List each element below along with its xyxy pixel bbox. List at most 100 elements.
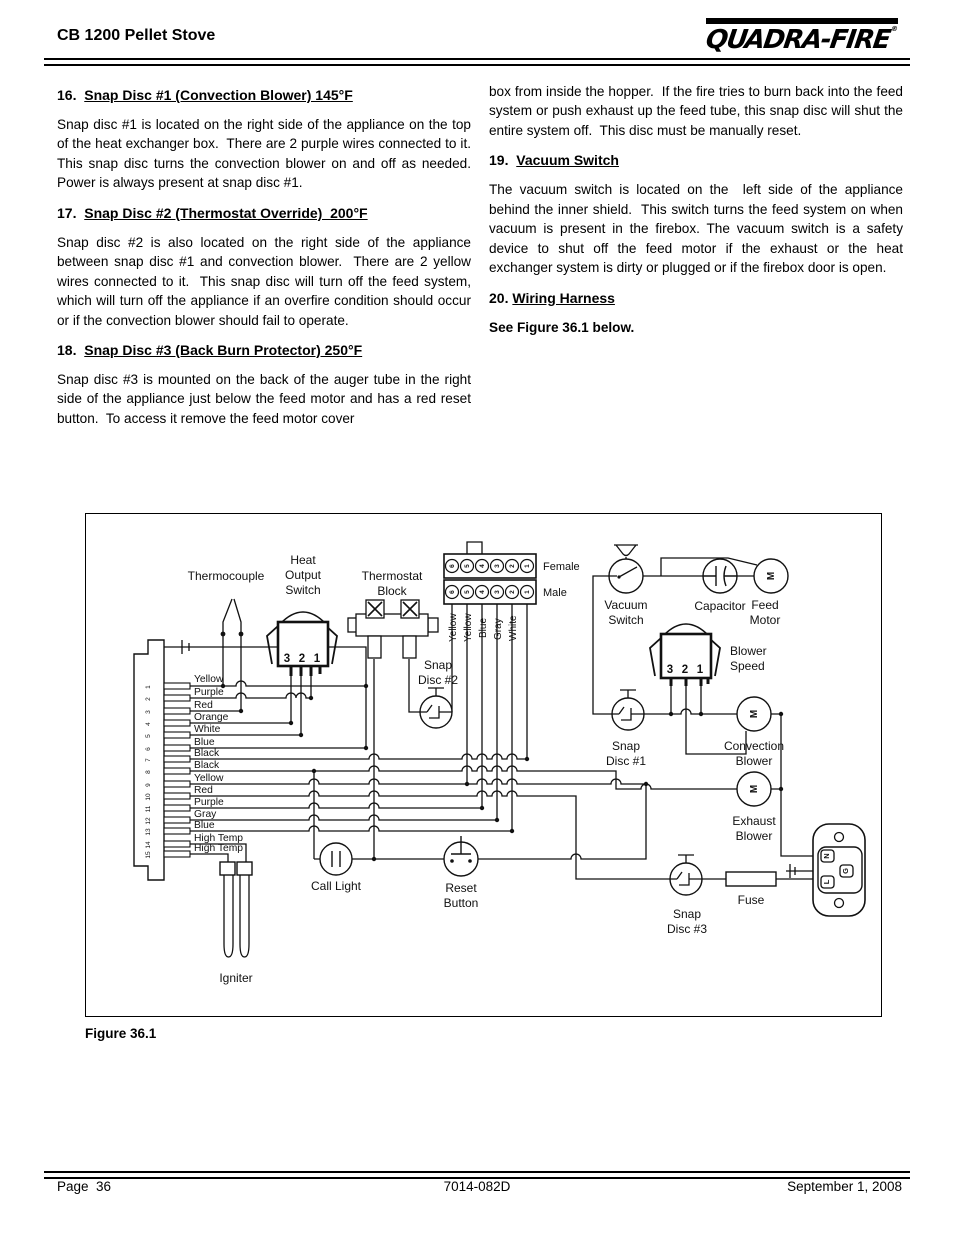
page-title: CB 1200 Pellet Stove: [57, 27, 216, 44]
svg-text:N: N: [822, 853, 831, 858]
svg-text:Red: Red: [194, 700, 213, 711]
svg-text:High Temp: High Temp: [194, 833, 243, 844]
right-column: box from inside the hopper. If the fire …: [489, 82, 903, 347]
svg-text:L: L: [822, 879, 831, 884]
call-light: Call Light: [311, 842, 362, 893]
wiring-diagram-svg: 1 2 3 4 5 6 7 8 9 10 11 12 13 14 15 Yell…: [133, 541, 866, 985]
registered-mark: ®: [890, 25, 898, 33]
igniter: Igniter: [219, 861, 253, 985]
svg-text:5: 5: [464, 590, 471, 594]
svg-text:Snap: Snap: [673, 907, 701, 921]
svg-text:Snap: Snap: [612, 739, 640, 753]
svg-text:Blue: Blue: [194, 737, 215, 748]
footer-rule: [44, 1171, 910, 1179]
svg-text:Speed: Speed: [730, 659, 765, 673]
svg-text:Block: Block: [377, 584, 407, 598]
svg-text:6: 6: [145, 747, 152, 751]
svg-text:Disc #2: Disc #2: [418, 673, 458, 687]
svg-text:Blue: Blue: [478, 618, 489, 638]
svg-text:3: 3: [494, 564, 501, 568]
svg-text:4: 4: [145, 722, 152, 726]
svg-text:2: 2: [682, 664, 688, 676]
svg-text:Yellow: Yellow: [448, 613, 459, 642]
svg-text:Call Light: Call Light: [311, 879, 362, 893]
section-19-body: The vacuum switch is located on the left…: [489, 182, 907, 276]
board-pin-numbers: 1 2 3 4 5 6 7 8 9 10 11 12 13 14 15: [145, 685, 152, 859]
section-16-body: Snap disc #1 is located on the right sid…: [57, 117, 479, 191]
svg-text:1: 1: [524, 590, 531, 594]
svg-text:Output: Output: [285, 568, 322, 582]
svg-text:Motor: Motor: [750, 613, 781, 627]
svg-text:Yellow: Yellow: [194, 773, 224, 784]
harness-connector: 6 5 4 3 2 1 6 5 4 3 2 1 Female Male Yell…: [443, 553, 580, 642]
footer-date: September 1, 2008: [787, 1179, 902, 1194]
reset-button: Reset Button: [443, 836, 479, 910]
fuse: Fuse: [725, 871, 777, 907]
svg-text:Heat: Heat: [290, 553, 316, 567]
svg-text:10: 10: [145, 793, 152, 801]
svg-text:Button: Button: [444, 896, 479, 910]
junction-dots: [220, 683, 784, 862]
svg-text:8: 8: [145, 770, 152, 774]
power-inlet: N G L: [812, 823, 866, 917]
svg-text:M: M: [766, 572, 777, 580]
svg-text:Blower: Blower: [736, 754, 773, 768]
svg-text:Vacuum: Vacuum: [604, 598, 647, 612]
svg-text:Black: Black: [194, 748, 220, 759]
svg-text:2: 2: [509, 590, 516, 594]
svg-text:Reset: Reset: [445, 881, 477, 895]
exhaust-blower: M Exhaust Blower: [732, 771, 776, 843]
svg-text:5: 5: [464, 564, 471, 568]
section-20-heading: 20. Wiring Harness: [489, 289, 615, 306]
control-board: 1 2 3 4 5 6 7 8 9 10 11 12 13 14 15 Yell…: [133, 639, 243, 881]
svg-text:Orange: Orange: [194, 712, 229, 723]
feed-motor: M Feed Motor: [750, 558, 789, 627]
svg-text:M: M: [749, 785, 760, 793]
svg-text:G: G: [841, 868, 850, 874]
svg-text:4: 4: [479, 590, 486, 594]
wiring-diagram-figure: 1 2 3 4 5 6 7 8 9 10 11 12 13 14 15 Yell…: [85, 513, 882, 1017]
svg-text:2: 2: [145, 697, 152, 701]
capacitor: Capacitor: [694, 558, 746, 613]
svg-text:Thermocouple: Thermocouple: [188, 569, 265, 583]
section-18-heading: 18. Snap Disc #3 (Back Burn Protector) 2…: [57, 341, 363, 358]
svg-text:1: 1: [697, 664, 704, 676]
svg-text:Blower: Blower: [736, 829, 773, 843]
svg-text:Disc #1: Disc #1: [606, 754, 646, 768]
section-19-heading: 19. Vacuum Switch: [489, 152, 619, 169]
svg-text:Female: Female: [543, 561, 580, 573]
svg-text:Convection: Convection: [724, 739, 784, 753]
section-17-body: Snap disc #2 is also located on the righ…: [57, 234, 475, 328]
figure-caption: Figure 36.1: [85, 1026, 157, 1041]
section-16-heading: 16. Snap Disc #1 (Convection Blower) 145…: [57, 87, 353, 103]
section-17-heading: 17. Snap Disc #2 (Thermostat Override) 2…: [57, 204, 368, 221]
svg-text:7: 7: [145, 758, 152, 762]
svg-text:14: 14: [145, 841, 152, 849]
svg-text:White: White: [508, 615, 519, 641]
thermocouple: Thermocouple: [188, 569, 265, 637]
svg-text:1: 1: [524, 564, 531, 568]
svg-text:Red: Red: [194, 785, 213, 796]
svg-text:1: 1: [145, 685, 152, 689]
svg-text:3: 3: [145, 710, 152, 714]
svg-text:M: M: [749, 710, 760, 718]
header-rule: [44, 58, 910, 66]
svg-text:Switch: Switch: [608, 613, 643, 627]
footer-page-number: Page 36: [57, 1179, 112, 1194]
board-wire-labels: Yellow Purple Red Orange White Blue Blac…: [194, 674, 243, 854]
svg-text:6: 6: [449, 564, 456, 568]
svg-text:High Temp: High Temp: [194, 843, 243, 854]
svg-text:2: 2: [299, 653, 305, 665]
svg-text:Feed: Feed: [751, 598, 778, 612]
svg-text:Black: Black: [194, 760, 220, 771]
svg-text:Gray: Gray: [493, 618, 504, 640]
svg-text:Exhaust: Exhaust: [732, 814, 776, 828]
connector-wire-colors: Yellow Yellow Blue Gray White: [448, 613, 519, 642]
svg-text:Male: Male: [543, 587, 567, 599]
svg-text:White: White: [194, 724, 221, 735]
svg-text:12: 12: [145, 817, 152, 825]
snap-disc-3: Snap Disc #3: [667, 854, 707, 936]
svg-text:1: 1: [314, 653, 321, 665]
convection-blower: M Convection Blower: [724, 696, 784, 768]
logo-text: QUADRA-FIRE®: [703, 25, 898, 55]
